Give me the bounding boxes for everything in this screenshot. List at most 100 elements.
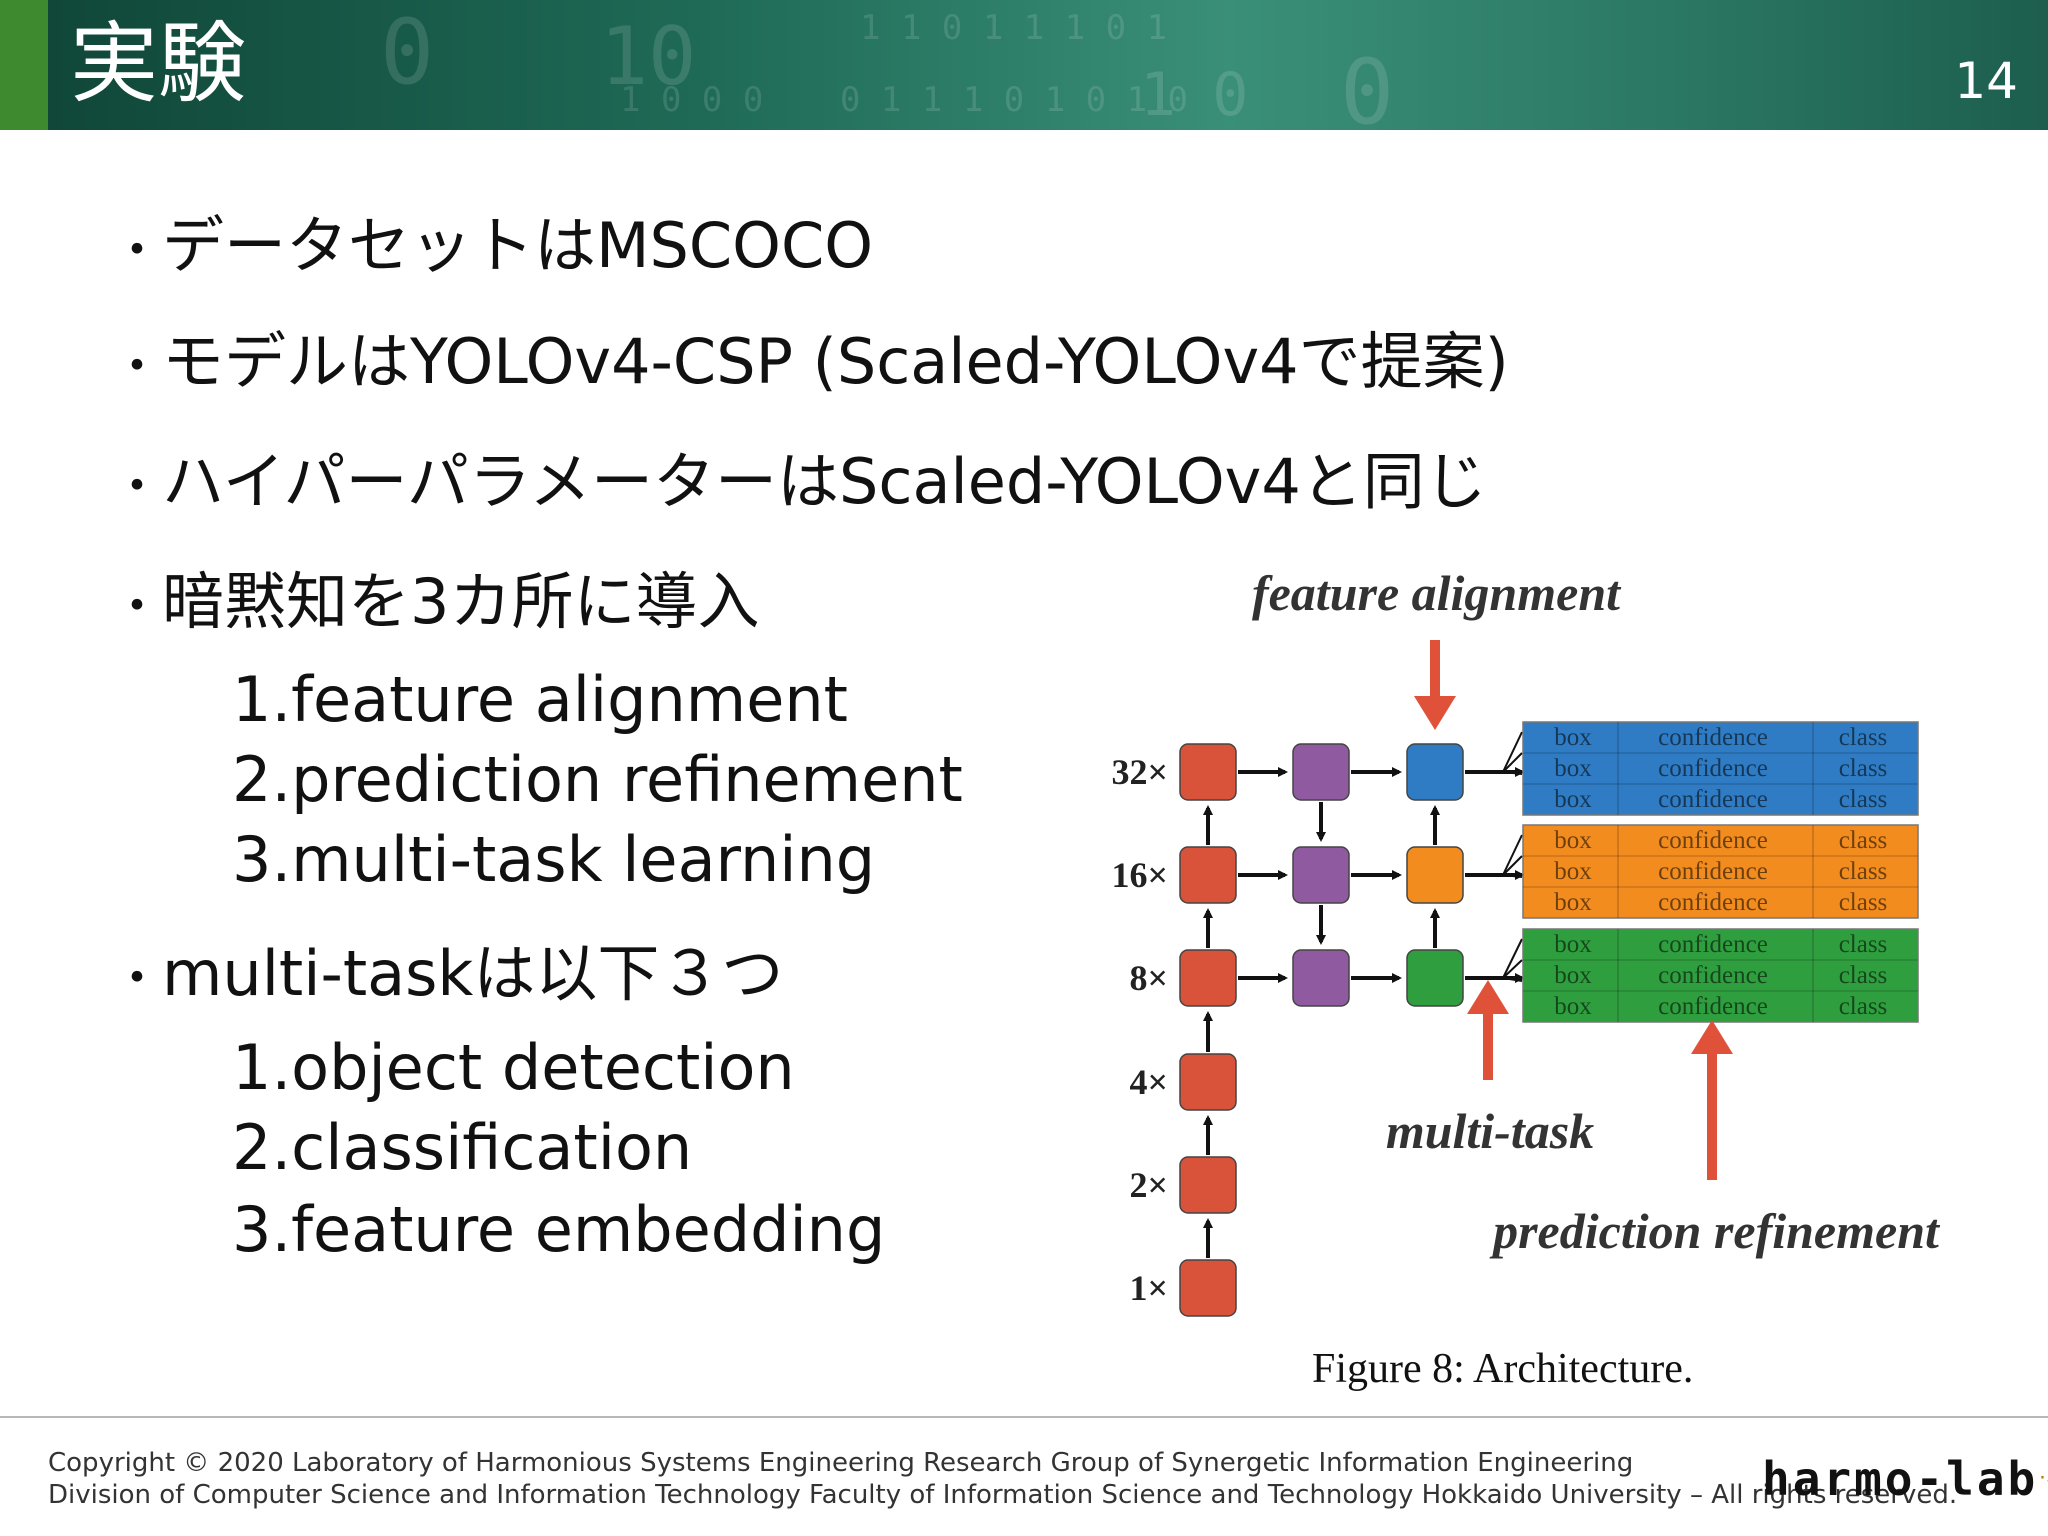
fan-line (1502, 959, 1523, 979)
cell-confidence: confidence (1658, 755, 1768, 782)
fan-line (1502, 977, 1523, 982)
sub-item: 1.object detection (232, 1031, 795, 1104)
cell-class: class (1839, 858, 1888, 885)
network-node (1406, 743, 1464, 801)
cell-class: class (1839, 755, 1888, 782)
cell-box: box (1554, 931, 1592, 958)
bg-digit: 0 1 1 1 0 1 0 1 0 (840, 80, 1188, 120)
callout-arrow-head (1691, 1020, 1733, 1054)
scale-label: 2× (1129, 1165, 1168, 1205)
network-node (1179, 949, 1237, 1007)
logo-suffix: .jp (2038, 1466, 2048, 1483)
cell-confidence: confidence (1658, 858, 1768, 885)
sub-item: 1.feature alignment (232, 663, 848, 736)
header-accent-bar (0, 0, 48, 130)
sub-item: 2.classification (232, 1111, 693, 1184)
bullet-text: 暗黙知を3カ所に導入 (162, 565, 760, 638)
bg-digit: 1 0 0 0 (620, 80, 764, 120)
network-node (1179, 743, 1237, 801)
cell-confidence: confidence (1658, 827, 1768, 854)
network-node (1292, 743, 1350, 801)
figure-caption: Figure 8: Architecture. (1312, 1346, 1694, 1392)
network-node (1406, 949, 1464, 1007)
network-node (1406, 846, 1464, 904)
label-feature-alignment: feature alignment (1252, 565, 1622, 621)
cell-confidence: confidence (1658, 931, 1768, 958)
bullet-mark: ・ (112, 457, 162, 515)
fan-line (1502, 752, 1523, 773)
cell-box: box (1554, 786, 1592, 813)
label-prediction-refinement: prediction refinement (1489, 1203, 1941, 1259)
cell-box: box (1554, 889, 1592, 916)
sub-item: 3.multi-task learning (232, 823, 876, 896)
bg-digit: 1 0 (1140, 60, 1249, 130)
cell-class: class (1839, 993, 1888, 1020)
bullet-text: モデルはYOLOv4-CSP (Scaled-YOLOv4で提案) (162, 325, 1509, 398)
prediction-table (1522, 928, 1919, 1023)
fan-line (1502, 771, 1523, 775)
page-number: 14 (1954, 52, 2018, 110)
callout-arrow-head (1414, 696, 1456, 730)
fan-line (1502, 731, 1523, 773)
bullet-mark: ・ (112, 949, 162, 1007)
prediction-table (1522, 721, 1919, 816)
bullet-mark: ・ (112, 337, 162, 395)
bullet-text: データセットはMSCOCO (162, 209, 874, 282)
cell-box: box (1554, 962, 1592, 989)
cell-box: box (1554, 858, 1592, 885)
label-multi-task: multi-task (1386, 1103, 1594, 1159)
logo-text: harmo-lab (1762, 1452, 2039, 1506)
footer-divider (0, 1416, 2048, 1418)
bullet-mark: ・ (112, 577, 162, 635)
network-node (1179, 846, 1237, 904)
header-background-digits: 0 10 1 1 0 1 1 1 0 1 1 0 0 0 0 1 1 1 0 1… (0, 0, 2048, 130)
cell-class: class (1839, 962, 1888, 989)
bg-digit: 0 (1340, 40, 1395, 130)
copyright-notice: Copyright © 2020 Laboratory of Harmoniou… (48, 1447, 1957, 1511)
bullet-text: ハイパーパラメーターはScaled-YOLOv4と同じ (162, 445, 1487, 518)
copyright-line: Copyright © 2020 Laboratory of Harmoniou… (48, 1448, 1634, 1478)
architecture-diagram: 32× 16× 8× 4× 2× 1× box confidence class box confi… (1111, 565, 1941, 1317)
cell-confidence: confidence (1658, 786, 1768, 813)
cell-class: class (1839, 889, 1888, 916)
scale-label: 8× (1129, 958, 1168, 998)
bullet-item: ・モデルはYOLOv4-CSP (Scaled-YOLOv4で提案) (112, 324, 1509, 404)
slide-title: 実験 (70, 12, 247, 115)
cell-box: box (1554, 993, 1592, 1020)
network-node (1179, 1259, 1237, 1317)
cell-confidence: confidence (1658, 889, 1768, 916)
scale-label: 32× (1111, 752, 1168, 792)
bullet-item: ・データセットはMSCOCO (112, 208, 873, 288)
slide-header: 0 10 1 1 0 1 1 1 0 1 1 0 0 0 0 1 1 1 0 1… (0, 0, 2048, 130)
cell-class: class (1839, 786, 1888, 813)
sub-item: 2.prediction refinement (232, 743, 963, 816)
fan-line (1502, 834, 1523, 876)
scale-label: 4× (1129, 1062, 1168, 1102)
network-node (1179, 1053, 1237, 1111)
cell-box: box (1554, 755, 1592, 782)
harmo-lab-logo: harmo-lab.jp (1762, 1452, 2048, 1506)
fan-line (1502, 855, 1523, 876)
network-node (1292, 846, 1350, 904)
fan-line (1502, 938, 1523, 979)
bullet-item: ・ハイパーパラメーターはScaled-YOLOv4と同じ (112, 444, 1487, 524)
cell-confidence: confidence (1658, 993, 1768, 1020)
scale-label: 16× (1111, 855, 1168, 895)
bullet-mark: ・ (112, 221, 162, 279)
copyright-line: Division of Computer Science and Informa… (48, 1480, 1958, 1510)
network-node (1179, 1156, 1237, 1214)
cell-confidence: confidence (1658, 724, 1768, 751)
network-node (1292, 949, 1350, 1007)
bg-digit: 0 (380, 0, 435, 105)
cell-class: class (1839, 827, 1888, 854)
prediction-table (1522, 824, 1919, 919)
fan-line (1502, 874, 1523, 878)
bullet-item: ・multi-taskは以下３つ (112, 936, 783, 1016)
cell-class: class (1839, 931, 1888, 958)
bullet-text: multi-taskは以下３つ (162, 937, 784, 1010)
cell-confidence: confidence (1658, 962, 1768, 989)
cell-box: box (1554, 827, 1592, 854)
scale-label: 1× (1129, 1268, 1168, 1308)
cell-box: box (1554, 724, 1592, 751)
bg-digit: 10 (600, 10, 697, 103)
